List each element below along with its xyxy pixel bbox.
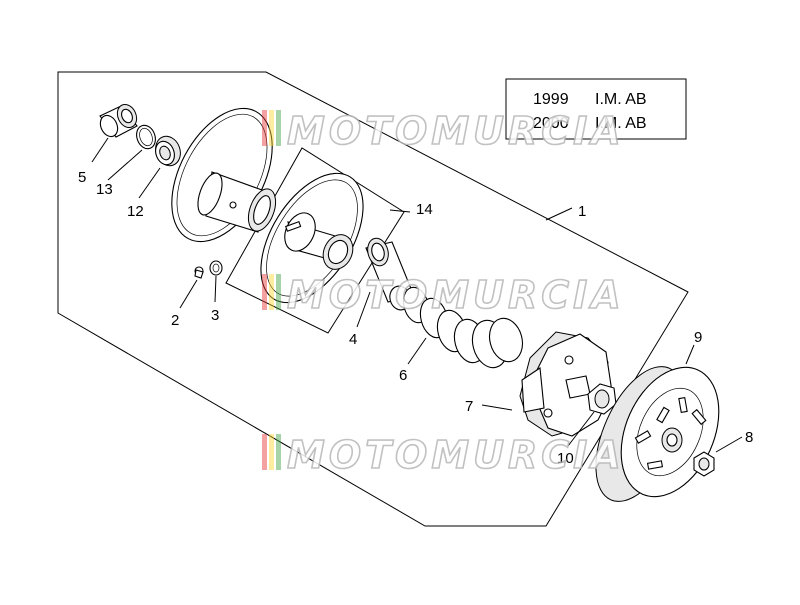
watermark-top: MOTOMURCIA (262, 108, 625, 154)
watermark-text: MOTOMURCIA (287, 109, 625, 153)
legend-code-1: I.M. AB (595, 91, 647, 108)
watermark-stripe-yellow (269, 110, 274, 146)
part-needle-bearing (99, 103, 138, 138)
label-part-14: 14 (416, 201, 433, 218)
year-legend: 1999 I.M. AB 2000 I.M. AB (505, 78, 687, 140)
label-part-12: 12 (127, 203, 144, 220)
part-labels: 1 2 3 4 5 6 7 8 9 10 12 13 14 (78, 169, 753, 467)
label-part-10: 10 (557, 450, 574, 467)
label-part-3: 3 (211, 307, 219, 324)
watermark-bottom: MOTOMURCIA (262, 432, 625, 478)
part-fixed-pulley (171, 107, 277, 243)
part-circlip (136, 124, 156, 150)
label-part-5: 5 (78, 169, 86, 186)
assembly-outline (57, 71, 689, 527)
watermark-middle: MOTOMURCIA (262, 272, 625, 318)
watermark-text: MOTOMURCIA (287, 433, 625, 477)
leader-lines (91, 137, 743, 453)
subassembly-outline (225, 147, 405, 334)
label-part-13: 13 (96, 181, 113, 198)
label-part-9: 9 (694, 329, 702, 346)
label-part-7: 7 (465, 398, 473, 415)
legend-year-1: 1999 (533, 91, 569, 108)
part-washer (209, 260, 223, 276)
label-part-4: 4 (349, 331, 357, 348)
watermark-stripe-green (276, 110, 281, 146)
watermark-text: MOTOMURCIA (287, 273, 625, 317)
legend-code-2: I.M. AB (595, 115, 647, 132)
part-clutch (519, 331, 613, 437)
part-ball-bearing (155, 135, 181, 167)
label-part-8: 8 (745, 429, 753, 446)
legend-year-2: 2000 (533, 115, 569, 132)
label-part-1: 1 (578, 203, 586, 220)
label-part-6: 6 (399, 367, 407, 384)
watermark-stripe-red (262, 110, 267, 146)
label-part-2: 2 (171, 312, 179, 329)
part-bell-nut (693, 451, 715, 477)
part-movable-pulley (260, 172, 364, 304)
part-spring (402, 286, 524, 369)
part-screw (194, 266, 204, 279)
